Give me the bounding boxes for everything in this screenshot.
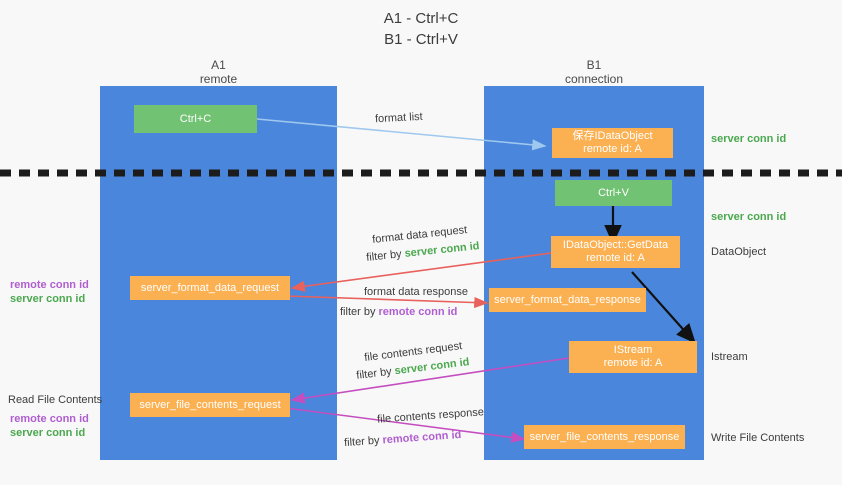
annotation-server-conn-id-top: server conn id — [711, 133, 787, 145]
box-server-file-contents-response-label: server_file_contents_response — [529, 430, 680, 443]
lane-b1-subtitle: connection — [564, 72, 624, 86]
arrow-format-data-response — [285, 295, 489, 309]
box-istream-line2: remote id: A — [603, 357, 663, 369]
box-save-idataobject-line1: 保存IDataObject — [572, 130, 653, 142]
filter-by-text-1: filter by — [365, 248, 403, 264]
lane-a1-title: A1 — [211, 58, 226, 72]
box-save-idataobject[interactable]: 保存IDataObject remote id: A — [552, 128, 673, 158]
box-getdata[interactable]: IDataObject::GetData remote id: A — [551, 236, 680, 268]
box-ctrl-v-label: Ctrl+V — [598, 186, 629, 199]
box-server-file-contents-request[interactable]: server_file_contents_request — [130, 393, 290, 417]
title-line-1: A1 - Ctrl+C — [383, 10, 459, 27]
annotation-server-conn-id-2: server conn id — [10, 427, 86, 439]
annotation-write-file-contents: Write File Contents — [711, 432, 805, 444]
box-server-format-data-response[interactable]: server_format_data_response — [489, 288, 646, 312]
label-format-data-response: format data response — [364, 286, 468, 298]
box-ctrl-v[interactable]: Ctrl+V — [555, 180, 672, 206]
arrow-getdata-to-istream — [631, 271, 690, 337]
box-server-format-data-request[interactable]: server_format_data_request — [130, 276, 290, 300]
lane-header-a1: A1 remote — [100, 58, 337, 86]
lane-a1-subtitle: remote — [199, 72, 238, 86]
box-server-file-contents-request-label: server_file_contents_request — [139, 398, 281, 411]
label-format-data-response-filter: filter by remote conn id — [340, 305, 457, 319]
filter-by-text-2: filter by — [340, 306, 376, 318]
arrow-format-list — [256, 118, 547, 151]
box-server-format-data-response-label: server_format_data_response — [494, 293, 641, 306]
annotation-server-conn-id-mid: server conn id — [711, 211, 787, 223]
box-ctrl-c-label: Ctrl+C — [179, 112, 212, 125]
arrow-format-data-request — [290, 252, 552, 292]
filter-by-text-4: filter by — [343, 434, 380, 450]
box-server-file-contents-response[interactable]: server_file_contents_response — [524, 425, 685, 449]
box-save-idataobject-line2: remote id: A — [583, 143, 642, 155]
label-format-list: format list — [374, 110, 423, 126]
annotation-server-conn-id-1: server conn id — [10, 293, 86, 305]
lane-header-b1: B1 connection — [484, 58, 704, 86]
annotation-dataobject: DataObject — [711, 246, 767, 258]
box-istream[interactable]: IStream remote id: A — [569, 341, 697, 373]
annotation-read-file-contents: Read File Contents — [8, 394, 103, 406]
box-getdata-line1: IDataObject::GetData — [562, 239, 669, 251]
box-server-format-data-request-label: server_format_data_request — [140, 281, 280, 294]
annotation-remote-conn-id-2: remote conn id — [10, 413, 89, 425]
arrow-file-contents-response — [285, 407, 526, 443]
arrow-file-contents-request — [290, 357, 570, 404]
remote-conn-id-text-1: remote conn id — [378, 306, 458, 318]
annotation-remote-conn-id-1: remote conn id — [10, 279, 89, 291]
box-getdata-line2: remote id: A — [586, 252, 645, 264]
lane-b1-title: B1 — [586, 58, 602, 72]
box-istream-line1: IStream — [613, 344, 653, 356]
annotation-istream: Istream — [711, 351, 748, 363]
title-line-2: B1 - Ctrl+V — [384, 31, 458, 48]
box-ctrl-c[interactable]: Ctrl+C — [134, 105, 257, 133]
page-title: A1 - Ctrl+C B1 - Ctrl+V — [0, 8, 842, 50]
